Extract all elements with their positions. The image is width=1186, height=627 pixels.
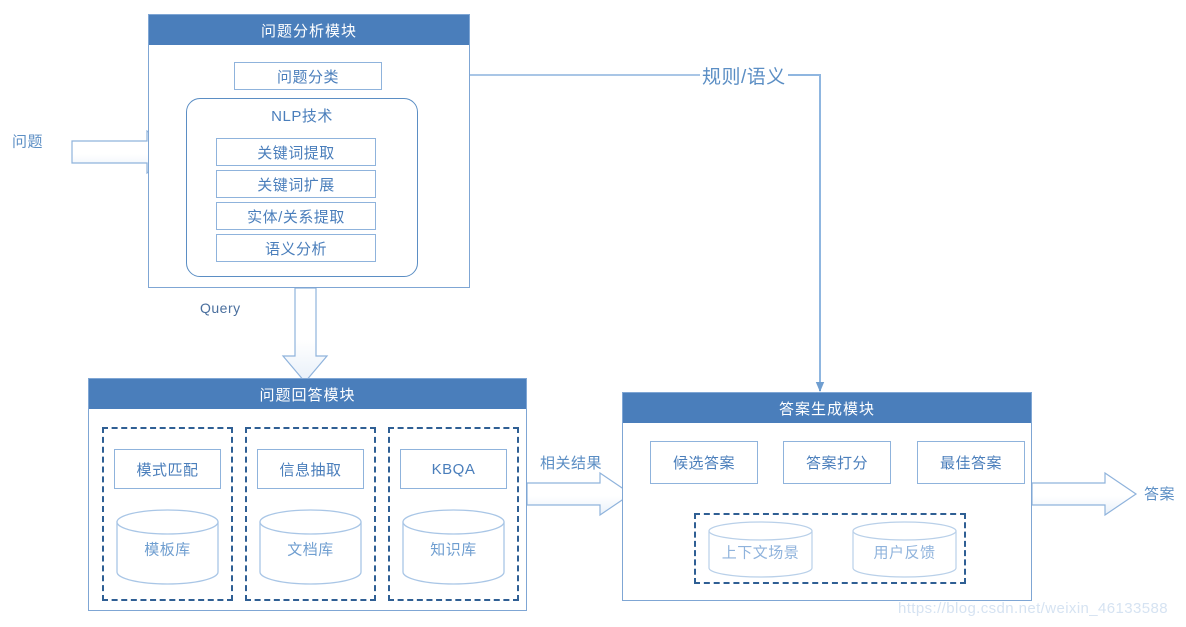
- cylinder-template-store: 模板库: [115, 509, 220, 585]
- group-information-extraction: [245, 427, 376, 601]
- box-answer-scoring[interactable]: 答案打分: [783, 441, 891, 484]
- box-kbqa[interactable]: KBQA: [400, 449, 507, 489]
- watermark: https://blog.csdn.net/weixin_46133588: [898, 600, 1168, 617]
- box-keyword-expansion[interactable]: 关键词扩展: [216, 170, 376, 198]
- cylinder-label-user-feedback: 用户反馈: [873, 544, 936, 562]
- box-entity-relation-extraction[interactable]: 实体/关系提取: [216, 202, 376, 230]
- module-question-answering: 问题回答模块 模式匹配 模板库 信息抽取 文档库 KBQA: [88, 378, 527, 611]
- box-information-extraction[interactable]: 信息抽取: [257, 449, 364, 489]
- group-scoring-signals: [694, 513, 966, 584]
- cylinder-context-scenario: 上下文场景: [707, 521, 814, 578]
- label-rule-semantic: 规则/语义: [702, 67, 786, 88]
- box-question-classification[interactable]: 问题分类: [234, 62, 382, 90]
- cylinder-knowledge-store: 知识库: [401, 509, 506, 585]
- label-nlp-technology: NLP技术: [271, 107, 333, 125]
- arrow-answer-out: [1031, 471, 1138, 517]
- box-candidate-answer[interactable]: 候选答案: [650, 441, 758, 484]
- cylinder-label-template-store: 模板库: [144, 541, 191, 559]
- box-keyword-extraction[interactable]: 关键词提取: [216, 138, 376, 166]
- arrow-related-results: [526, 471, 633, 517]
- label-related-results: 相关结果: [540, 455, 603, 472]
- arrow-query-down: [281, 287, 329, 383]
- box-pattern-matching[interactable]: 模式匹配: [114, 449, 221, 489]
- cylinder-label-document-store: 文档库: [287, 541, 334, 559]
- label-question: 问题: [12, 133, 44, 151]
- label-query: Query: [200, 300, 241, 316]
- cylinder-user-feedback: 用户反馈: [851, 521, 958, 578]
- cylinder-label-knowledge-store: 知识库: [430, 541, 477, 559]
- module-title-answer-generation: 答案生成模块: [623, 393, 1031, 423]
- group-kbqa: [388, 427, 519, 601]
- group-pattern-matching: [102, 427, 233, 601]
- cylinder-label-context-scenario: 上下文场景: [721, 544, 800, 562]
- box-semantic-analysis[interactable]: 语义分析: [216, 234, 376, 262]
- module-title-question-answering: 问题回答模块: [89, 379, 526, 409]
- module-answer-generation: 答案生成模块 候选答案 答案打分 最佳答案 上下文场景 用户反馈: [622, 392, 1032, 601]
- box-best-answer[interactable]: 最佳答案: [917, 441, 1025, 484]
- module-question-analysis: 问题分析模块 问题分类 NLP技术 关键词提取 关键词扩展 实体/关系提取 语义…: [148, 14, 470, 288]
- label-answer: 答案: [1144, 486, 1176, 503]
- cylinder-document-store: 文档库: [258, 509, 363, 585]
- module-title-question-analysis: 问题分析模块: [149, 15, 469, 45]
